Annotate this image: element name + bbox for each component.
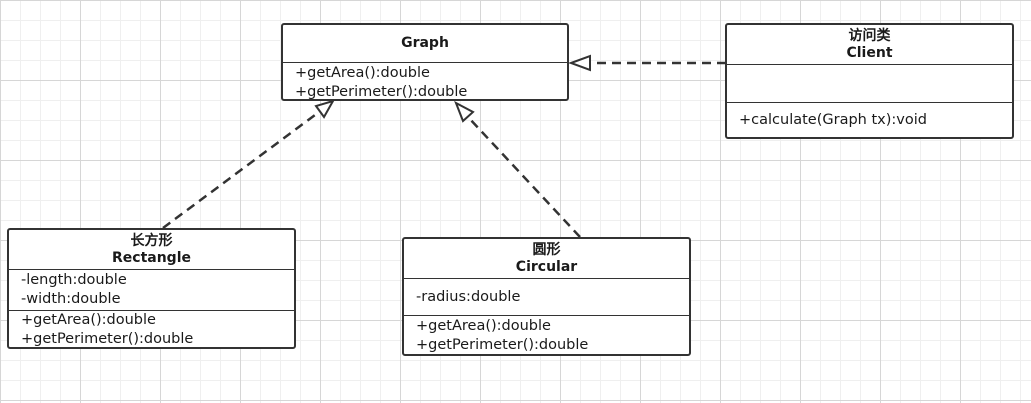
operation-row: +calculate(Graph tx):void [739, 112, 927, 128]
class-circular-header: 圆形 Circular [404, 239, 689, 279]
class-circular-attributes: -radius:double [404, 279, 689, 316]
class-graph-operations: +getArea():double +getPerimeter():double [283, 63, 567, 100]
operation-row: +getPerimeter():double [295, 84, 468, 100]
attribute-row: -radius:double [416, 289, 521, 305]
class-rectangle-operations: +getArea():double +getPerimeter():double [9, 311, 294, 347]
hollow-triangle-arrowhead [454, 100, 475, 123]
class-client-operations: +calculate(Graph tx):void [727, 103, 1012, 130]
class-rectangle-header: 长方形 Rectangle [9, 230, 294, 270]
rectangle-graph-realization [162, 99, 336, 230]
class-graph-header: Graph [283, 25, 567, 63]
operation-row: +getArea():double [416, 318, 551, 334]
class-rectangle-name: Rectangle [112, 250, 191, 266]
operation-row: +getPerimeter():double [21, 331, 194, 347]
class-graph-name: Graph [401, 35, 449, 51]
class-rectangle[interactable]: 长方形 Rectangle -length:double -width:doub… [7, 228, 296, 349]
class-circular[interactable]: 圆形 Circular -radius:double +getArea():do… [402, 237, 691, 356]
operation-row: +getArea():double [295, 65, 430, 81]
circular-graph-realization [454, 100, 581, 238]
hollow-triangle-arrowhead [314, 99, 336, 119]
class-circular-operations: +getArea():double +getPerimeter():double [404, 316, 689, 354]
class-client-attributes [727, 65, 1012, 103]
class-circular-name: Circular [515, 259, 578, 275]
attribute-row: -width:double [21, 291, 121, 307]
class-client-header: 访问类 Client [727, 25, 1012, 65]
class-graph[interactable]: Graph +getArea():double +getPerimeter():… [281, 23, 569, 101]
operation-row: +getArea():double [21, 312, 156, 328]
operation-row: +getPerimeter():double [416, 337, 589, 353]
class-rectangle-stereotype: 长方形 [130, 233, 173, 249]
class-client-name: Client [846, 45, 893, 61]
class-client-stereotype: 访问类 [848, 28, 891, 44]
attribute-row: -length:double [21, 272, 127, 288]
class-rectangle-attributes: -length:double -width:double [9, 270, 294, 311]
class-client[interactable]: 访问类 Client +calculate(Graph tx):void [725, 23, 1014, 139]
client-graph-dependency [568, 54, 726, 72]
hollow-triangle-arrowhead [568, 54, 591, 72]
class-circular-stereotype: 圆形 [532, 242, 561, 258]
